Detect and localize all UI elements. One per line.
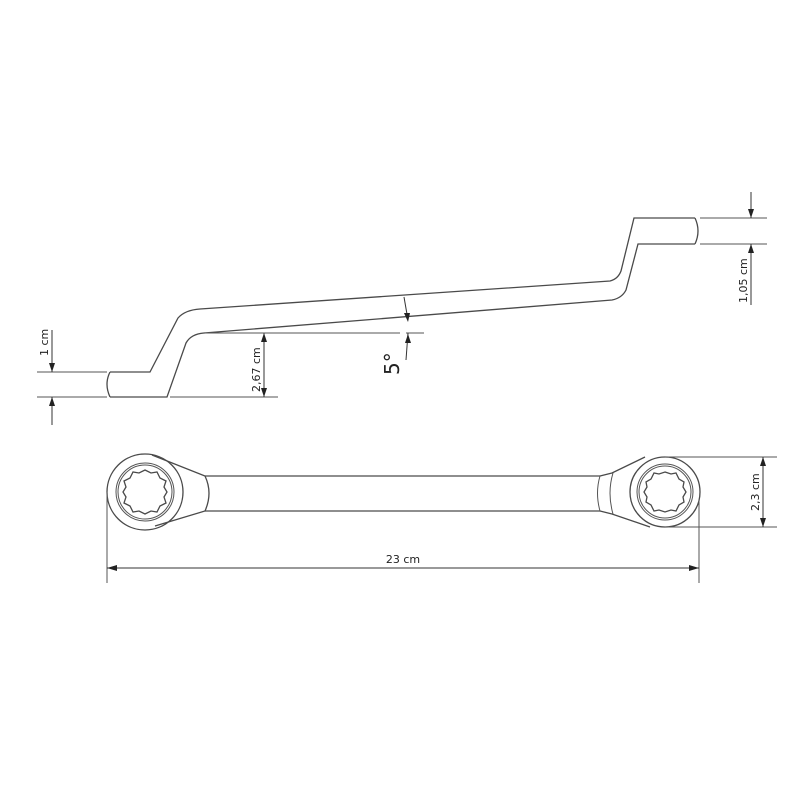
dim-left-head-thickness: 1 cm <box>38 329 51 356</box>
dim-right-head-thickness: 1,05 cm <box>737 258 750 303</box>
left-12-point-socket <box>122 469 168 515</box>
right-12-point-socket <box>643 471 687 513</box>
dim-offset-height: 2,67 cm <box>250 347 263 392</box>
dim-head-width: 2,3 cm <box>749 473 762 511</box>
left-ring-head <box>106 453 184 531</box>
top-view: 2,3 cm 23 cm <box>106 453 777 583</box>
dim-overall-length: 23 cm <box>386 553 420 566</box>
left-end-curve <box>106 371 111 398</box>
dim-offset-angle: 5° <box>380 352 404 375</box>
left-head-profile <box>110 217 695 373</box>
right-ring-head <box>629 456 701 528</box>
side-view: 1 cm 2,67 cm 5° 1,05 cm <box>37 192 767 425</box>
right-end-curve <box>694 217 699 245</box>
